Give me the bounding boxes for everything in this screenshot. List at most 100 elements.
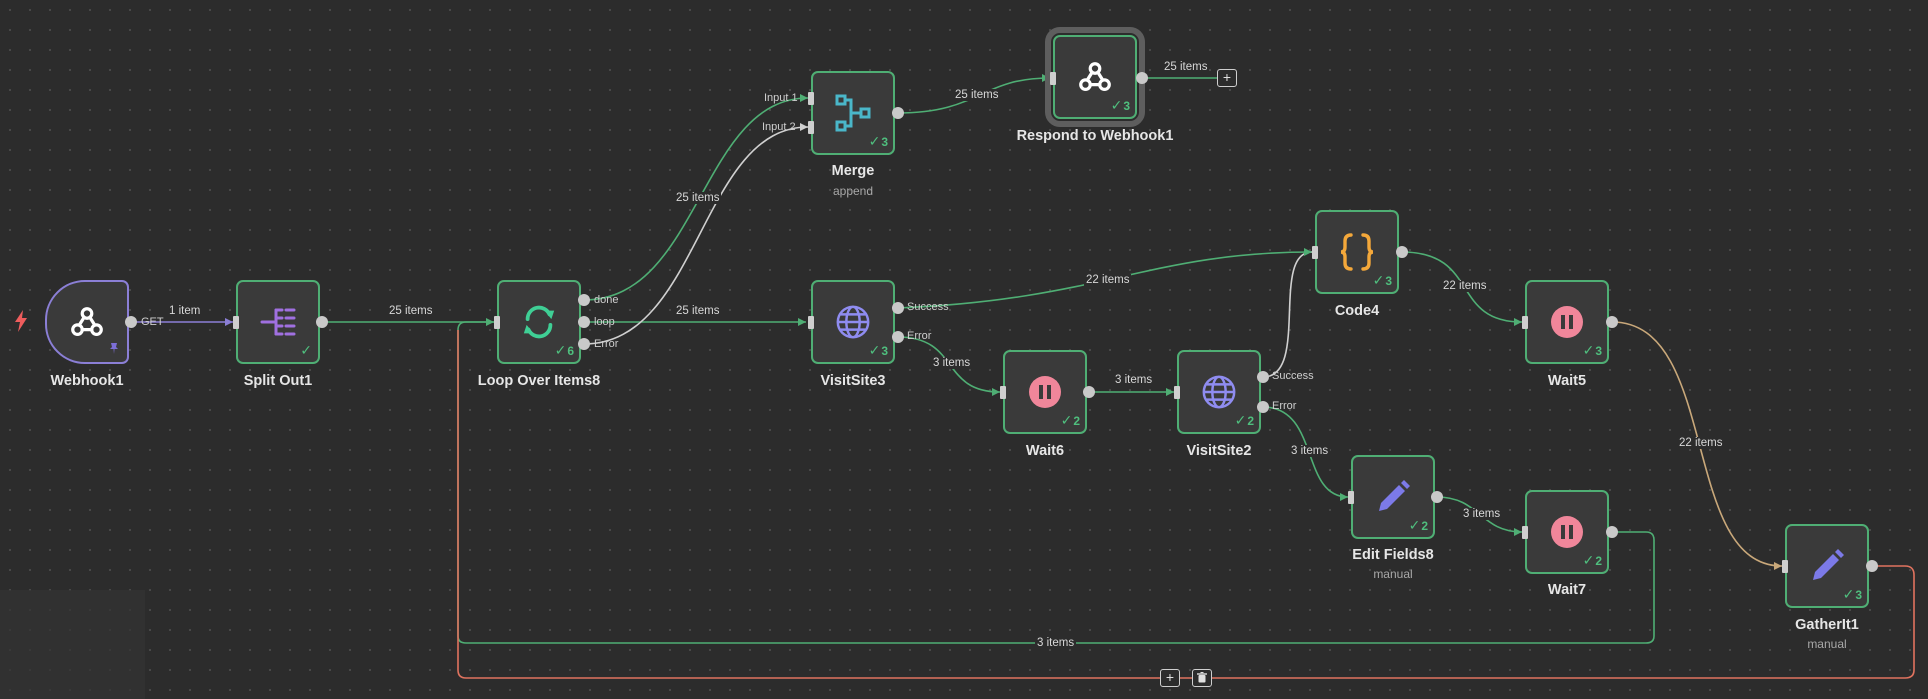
wait5-title: Wait5 <box>1547 373 1587 389</box>
node-respond1[interactable]: ✓3 <box>1045 27 1145 127</box>
webhook-icon <box>68 303 106 341</box>
node-wait5[interactable]: ✓3 <box>1525 280 1609 364</box>
wait6-output[interactable] <box>1083 386 1095 398</box>
loop8-output-loop[interactable] <box>578 316 590 328</box>
globe-icon <box>834 303 872 341</box>
merge-input1-label: Input 1 <box>764 92 798 104</box>
trash-icon <box>1197 671 1207 683</box>
respond1-title: Respond to Webhook1 <box>1016 128 1174 144</box>
node-code4[interactable]: ✓3 <box>1315 210 1399 294</box>
merge-input1[interactable] <box>808 92 814 105</box>
pencil-icon <box>1809 548 1845 584</box>
webhook1-method: GET <box>141 316 164 328</box>
wait5-output[interactable] <box>1606 316 1618 328</box>
split-out-icon <box>260 306 296 338</box>
node-merge[interactable]: ✓3 <box>811 71 895 155</box>
visitsite2-success-label: Success <box>1272 370 1314 382</box>
node-splitout1[interactable]: ✓ <box>236 280 320 364</box>
wait7-title: Wait7 <box>1547 582 1587 598</box>
loop8-output-error[interactable] <box>578 338 590 350</box>
wait7-output[interactable] <box>1606 526 1618 538</box>
edge-delete-button[interactable] <box>1192 669 1212 687</box>
merge-input2-label: Input 2 <box>762 121 796 133</box>
gatherit1-output[interactable] <box>1866 560 1878 572</box>
merge-input2[interactable] <box>808 121 814 134</box>
loop8-error-label: Error <box>594 338 619 350</box>
edge-visit2-code4 <box>1262 251 1313 378</box>
merge-output[interactable] <box>892 107 904 119</box>
minimap[interactable] <box>0 590 145 699</box>
edge-label: 3 items <box>1289 445 1331 457</box>
visitsite3-success-label: Success <box>907 301 949 313</box>
run-count-badge: ✓2 <box>1408 517 1428 533</box>
merge-subtitle: append <box>832 184 874 198</box>
code-braces-icon <box>1339 232 1375 272</box>
visitsite3-output-error[interactable] <box>892 331 904 343</box>
loop-arrows-icon <box>520 303 558 341</box>
webhook-icon <box>1076 58 1114 96</box>
merge-icon <box>835 93 871 133</box>
run-count-badge: ✓3 <box>868 133 888 149</box>
edge-gather-loop <box>457 330 1915 679</box>
visitsite3-title: VisitSite3 <box>820 373 886 389</box>
edge-label: 3 items <box>1461 508 1503 520</box>
visitsite2-input[interactable] <box>1174 386 1180 399</box>
loop8-output-done[interactable] <box>578 294 590 306</box>
visitsite2-output-error[interactable] <box>1257 401 1269 413</box>
webhook1-title: Webhook1 <box>50 373 124 389</box>
node-webhook1[interactable] <box>45 280 129 364</box>
node-visitsite2[interactable]: ✓2 <box>1177 350 1261 434</box>
edge-label: 3 items <box>931 357 973 369</box>
edge-label: 3 items <box>1035 637 1077 649</box>
wait5-input[interactable] <box>1522 316 1528 329</box>
gatherit1-input[interactable] <box>1782 560 1788 573</box>
node-wait7[interactable]: ✓2 <box>1525 490 1609 574</box>
edge-label: 25 items <box>1162 61 1210 73</box>
run-count-badge: ✓3 <box>1582 342 1602 358</box>
node-visitsite3[interactable]: ✓3 <box>811 280 895 364</box>
code4-output[interactable] <box>1396 246 1408 258</box>
respond1-input[interactable] <box>1050 72 1056 85</box>
visitsite3-error-label: Error <box>907 330 932 342</box>
visitsite2-output-success[interactable] <box>1257 371 1269 383</box>
pause-icon <box>1550 515 1584 549</box>
edge-label: 22 items <box>1084 274 1132 286</box>
edge-label: 25 items <box>387 305 435 317</box>
edge-label: 22 items <box>1441 280 1489 292</box>
run-count-badge: ✓3 <box>1372 272 1392 288</box>
edge-label: 25 items <box>953 89 1001 101</box>
run-count-badge: ✓3 <box>1110 97 1130 113</box>
node-loop8[interactable]: ✓6 <box>497 280 581 364</box>
node-wait6[interactable]: ✓2 <box>1003 350 1087 434</box>
editfields8-input[interactable] <box>1348 491 1354 504</box>
run-count-badge: ✓2 <box>1060 412 1080 428</box>
editfields8-subtitle: manual <box>1373 567 1413 581</box>
wait7-input[interactable] <box>1522 526 1528 539</box>
code4-input[interactable] <box>1312 246 1318 259</box>
splitout1-output[interactable] <box>316 316 328 328</box>
editfields8-output[interactable] <box>1431 491 1443 503</box>
pin-icon <box>108 342 120 357</box>
respond1-output[interactable] <box>1136 72 1148 84</box>
loop8-input[interactable] <box>494 316 500 329</box>
loop8-loop-label: loop <box>594 316 615 328</box>
splitout1-input[interactable] <box>233 316 239 329</box>
run-count-badge: ✓6 <box>554 342 574 358</box>
visitsite3-output-success[interactable] <box>892 302 904 314</box>
edge-label: 22 items <box>1677 437 1725 449</box>
add-node-button[interactable]: + <box>1217 69 1237 87</box>
node-editfields8[interactable]: ✓2 <box>1351 455 1435 539</box>
edge-loop-merge2 <box>583 126 809 345</box>
run-count-badge: ✓3 <box>868 342 888 358</box>
pencil-icon <box>1375 479 1411 515</box>
visitsite3-input[interactable] <box>808 316 814 329</box>
webhook1-output[interactable] <box>125 316 137 328</box>
loop8-title: Loop Over Items8 <box>477 373 601 389</box>
edge-add-button[interactable]: + <box>1160 669 1180 687</box>
globe-icon <box>1200 373 1238 411</box>
visitsite2-error-label: Error <box>1272 400 1297 412</box>
node-gatherit1[interactable]: ✓3 <box>1785 524 1869 608</box>
edge-label: 1 item <box>167 305 203 317</box>
wait6-input[interactable] <box>1000 386 1006 399</box>
visitsite2-title: VisitSite2 <box>1186 443 1252 459</box>
